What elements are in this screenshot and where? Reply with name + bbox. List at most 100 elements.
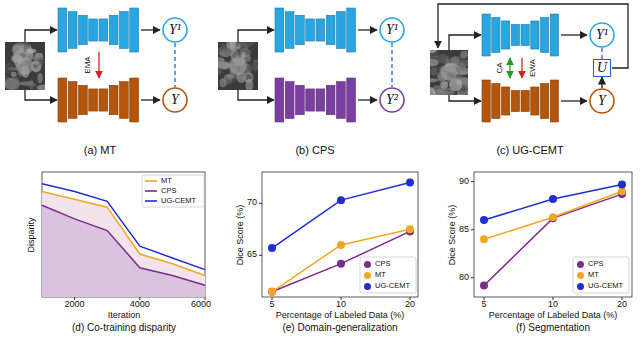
series-marker: [337, 260, 345, 268]
connector: [601, 48, 602, 59]
network-block: [482, 80, 559, 122]
scan-texture: [229, 57, 247, 74]
scan-texture: [430, 50, 436, 53]
output-circle: Y¹: [589, 22, 615, 48]
series-fill: [42, 205, 205, 297]
scan-image: [5, 42, 45, 90]
network-layer: [531, 21, 539, 49]
series-marker: [337, 241, 345, 249]
network-layer: [531, 87, 539, 115]
network-layer: [58, 78, 67, 122]
network-layer: [316, 89, 325, 111]
network-layer: [306, 89, 315, 111]
series-marker: [549, 214, 557, 222]
network-layer: [521, 24, 529, 45]
network-layer: [99, 89, 108, 111]
series-marker: [480, 281, 488, 289]
output-circle: Y¹: [162, 17, 188, 43]
network-layer: [502, 87, 510, 115]
series-line: [42, 184, 205, 270]
series-line: [42, 192, 205, 276]
legend-line-sample: [145, 178, 157, 184]
legend-swatch: [577, 272, 584, 279]
network-layer: [99, 19, 108, 41]
legend-swatch: [364, 272, 371, 279]
node-text: Y¹: [169, 23, 181, 37]
network-layer: [296, 85, 305, 114]
scan-texture: [441, 64, 458, 80]
series-line: [272, 231, 410, 291]
chart: [42, 172, 205, 300]
tick-label: 20: [405, 300, 415, 310]
network-layer: [130, 78, 139, 122]
axis-title: Dice Score (%): [448, 205, 458, 266]
network-layer: [285, 82, 294, 119]
legend-swatch: [364, 261, 371, 268]
scan-texture: [430, 67, 437, 76]
network-layer: [492, 83, 500, 118]
network-layer: [511, 24, 519, 45]
legend-line-sample: [145, 198, 157, 204]
network-layer: [337, 12, 346, 49]
legend-line: [145, 200, 157, 202]
tick-mark: [259, 255, 262, 256]
series-marker: [268, 288, 276, 296]
network-layer: [511, 90, 519, 111]
series-marker: [406, 225, 414, 233]
axis-title: Dice Score (%): [236, 205, 246, 266]
uncertainty-box: U: [593, 59, 611, 77]
axis-title: Disparity: [27, 217, 37, 252]
arrow-line: [238, 90, 274, 100]
circle-shape: [380, 88, 404, 112]
arrow-line: [141, 29, 160, 30]
circle-shape: [163, 18, 187, 42]
arrow-line: [561, 34, 587, 35]
arrow-label: EWA: [529, 59, 538, 77]
node-text: Y: [598, 94, 606, 108]
tick-label: 10: [548, 300, 558, 310]
scan-image: [218, 42, 258, 90]
tick-label: 10: [336, 300, 346, 310]
network-layer: [482, 80, 490, 122]
scan-texture: [218, 69, 222, 75]
network-layer: [521, 90, 529, 111]
tick-label: 5: [269, 300, 274, 310]
node-text: Y²: [386, 93, 398, 107]
network-layer: [275, 78, 284, 122]
legend-entry: UG-CEMT: [364, 281, 410, 291]
connector: [391, 43, 392, 87]
circle-shape: [590, 23, 614, 47]
arrow-line: [358, 99, 377, 100]
output-circle: Y: [589, 88, 615, 114]
tick-label: 65: [247, 250, 257, 260]
circle-shape: [380, 18, 404, 42]
network-layer: [337, 82, 346, 119]
plot-frame: [42, 172, 205, 297]
panel-caption: (e) Domain-generalization: [282, 322, 397, 333]
panel-caption: (a) MT: [84, 144, 116, 156]
tick-mark: [471, 181, 474, 182]
scan-texture: [38, 57, 43, 66]
scan-texture: [440, 81, 448, 88]
tick-label: 5: [481, 300, 486, 310]
network-layer: [109, 15, 118, 44]
network-layer: [316, 19, 325, 41]
output-circle: Y²: [379, 87, 405, 113]
arrow-line: [238, 30, 274, 42]
node-text: U: [597, 61, 607, 75]
circle-shape: [590, 89, 614, 113]
legend-text: CPS: [375, 260, 390, 268]
legend-entry: CPS: [145, 186, 176, 196]
network-layer: [306, 19, 315, 41]
network-layer: [482, 14, 490, 56]
network-layer: [326, 85, 335, 114]
connector: [174, 43, 175, 87]
network-block: [58, 8, 139, 52]
scan-texture: [460, 51, 468, 58]
scan-texture: [245, 79, 253, 90]
legend-frame: [142, 175, 204, 207]
tick-mark: [471, 277, 474, 278]
legend-entry: CPS: [364, 259, 390, 269]
scan-image: [430, 50, 468, 95]
scan-texture: [36, 84, 45, 90]
